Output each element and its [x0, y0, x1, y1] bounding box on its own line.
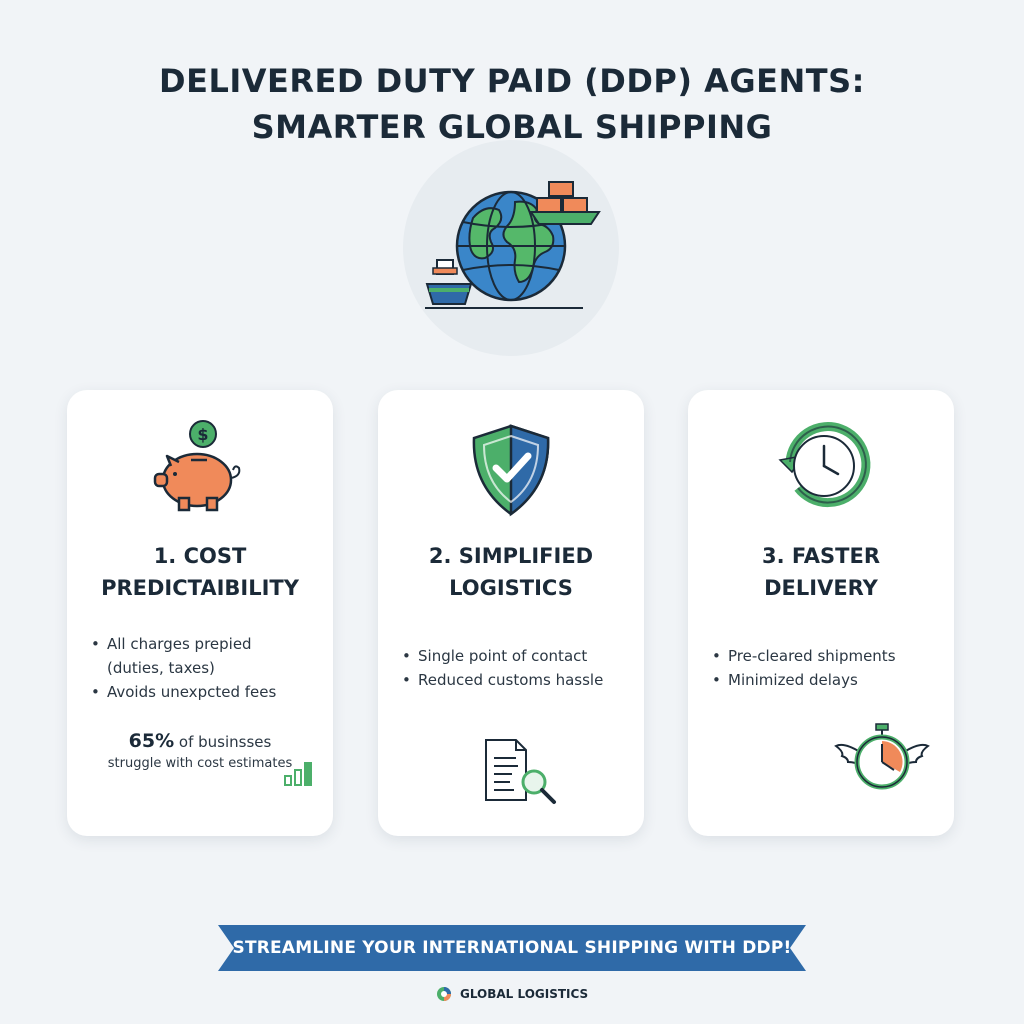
bullet-list: All charges prepied (duties, taxes) Avoi…	[91, 632, 319, 704]
stat-text-line-2: struggle with cost estimates	[107, 756, 293, 771]
bullet-item: Pre-cleared shipments	[712, 644, 940, 668]
footer-brand: GLOBAL LOGISTICS	[0, 986, 1024, 1002]
benefit-card-cost-predictability: $ 1. COST PREDICTAIBILITY All charges pr…	[67, 390, 333, 836]
banner-text: STREAMLINE YOUR INTERNATIONAL SHIPPING W…	[232, 938, 792, 958]
page-title-line-2: SMARTER GLOBAL SHIPPING	[251, 108, 773, 146]
globe-ship-containers-icon	[403, 140, 619, 356]
card-title-line-1: 1. COST	[153, 544, 247, 568]
svg-text:$: $	[197, 425, 208, 444]
shield-check-icon	[378, 410, 644, 520]
bullet-item: Single point of contact	[402, 644, 630, 668]
bullet-item: Reduced customs hassle	[402, 668, 630, 692]
stat-value: 65%	[128, 730, 175, 752]
statistic: 65% of businsses struggle with cost esti…	[67, 730, 333, 771]
bullet-list: Single point of contact Reduced customs …	[402, 644, 630, 692]
card-title-line-2: LOGISTICS	[449, 576, 573, 600]
document-search-icon	[485, 739, 556, 804]
card-title-line-2: DELIVERY	[764, 576, 878, 600]
card-title-line-2: PREDICTAIBILITY	[101, 576, 299, 600]
clock-refresh-icon	[688, 410, 954, 520]
footer-brand-name: GLOBAL LOGISTICS	[459, 987, 589, 1001]
piggy-bank-icon: $	[67, 410, 333, 520]
bullet-item: All charges prepied	[91, 632, 319, 656]
bullet-item: Avoids unexpcted fees	[91, 680, 319, 704]
card-title: 2. SIMPLIFIED LOGISTICS	[378, 540, 644, 604]
benefit-card-simplified-logistics: 2. SIMPLIFIED LOGISTICS Single point of …	[378, 390, 644, 836]
bullet-item: Minimized delays	[712, 668, 940, 692]
call-to-action-banner: STREAMLINE YOUR INTERNATIONAL SHIPPING W…	[218, 925, 806, 971]
logo-icon	[436, 987, 451, 1001]
bullet-list: Pre-cleared shipments Minimized delays	[712, 644, 940, 692]
bullet-item-continued: (duties, taxes)	[107, 659, 215, 677]
winged-stopwatch-icon	[834, 723, 930, 790]
card-title: 1. COST PREDICTAIBILITY	[67, 540, 333, 604]
bar-chart-icon	[284, 762, 312, 786]
page-title-line-1: DELIVERED DUTY PAID (DDP) AGENTS:	[159, 62, 865, 100]
card-title: 3. FASTER DELIVERY	[688, 540, 954, 604]
card-title-line-1: 3. FASTER	[761, 544, 881, 568]
benefit-card-faster-delivery: 3. FASTER DELIVERY Pre-cleared shipments…	[688, 390, 954, 836]
stat-text: of businsses	[178, 733, 272, 751]
card-title-line-1: 2. SIMPLIFIED	[428, 544, 594, 568]
page-title: DELIVERED DUTY PAID (DDP) AGENTS: SMARTE…	[0, 58, 1024, 150]
